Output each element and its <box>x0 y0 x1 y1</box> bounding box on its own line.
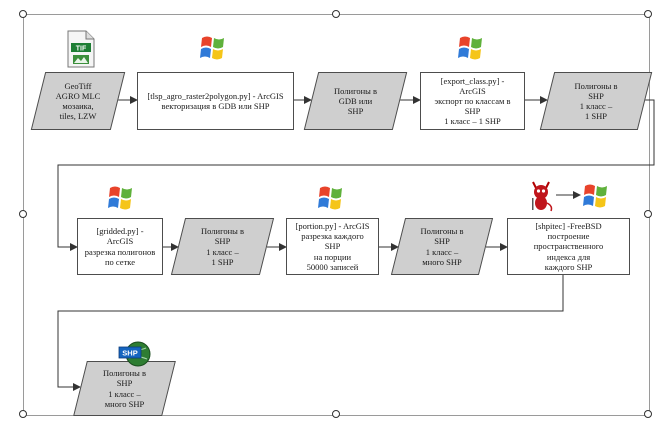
svg-text:TIF: TIF <box>76 46 87 53</box>
node-geotiff-input[interactable]: GeoTiff AGRO MLC мозаика, tiles, LZW <box>38 72 118 130</box>
node-label: Полигоны в GDB или SHP <box>334 85 377 116</box>
resize-handle-bottom-right[interactable] <box>644 410 652 418</box>
node-label: [shpitec] -FreeBSD построение пространст… <box>533 221 604 272</box>
node-label: GeoTiff AGRO MLC мозаика, tiles, LZW <box>55 80 101 122</box>
resize-handle-top[interactable] <box>332 10 340 18</box>
node-label: Полигоны в SHP 1 класс – много SHP <box>420 226 464 267</box>
resize-handle-left[interactable] <box>19 210 27 218</box>
node-polygons-shp-2[interactable]: Полигоны в SHP 1 класс – 1 SHP <box>178 218 267 275</box>
node-label: [tlsp_agro_raster2polygon.py] - ArcGIS в… <box>147 90 284 111</box>
node-vectorize-process[interactable]: [tlsp_agro_raster2polygon.py] - ArcGIS в… <box>137 72 294 130</box>
windows-logo-icon <box>583 184 607 208</box>
resize-handle-bottom[interactable] <box>332 410 340 418</box>
arrow-n10-n11 <box>57 274 564 391</box>
windows-logo-icon <box>318 186 342 210</box>
arrow-n5-n6 <box>57 99 655 251</box>
shp-globe-icon: SHP <box>118 341 151 367</box>
node-polygons-gdb[interactable]: Полигоны в GDB или SHP <box>311 72 400 130</box>
windows-logo-icon <box>458 36 482 60</box>
windows-logo-icon <box>200 36 224 60</box>
node-polygons-shp-final[interactable]: Полигоны в SHP 1 класс – много SHP <box>80 361 169 416</box>
node-label: [export_class.py] - ArcGIS экспорт по кл… <box>434 75 511 127</box>
node-label: Полигоны в SHP 1 класс – много SHP <box>103 368 146 409</box>
node-portion-process[interactable]: [portion.py] - ArcGIS разрезка каждого S… <box>286 218 379 275</box>
svg-text:SHP: SHP <box>122 349 137 358</box>
resize-handle-top-left[interactable] <box>19 10 27 18</box>
node-polygons-shp-1[interactable]: Полигоны в SHP 1 класс – 1 SHP <box>547 72 645 130</box>
node-label: [gridded.py] - ArcGIS разрезка полигонов… <box>84 226 156 267</box>
node-label: Полигоны в SHP 1 класс – 1 SHP <box>201 226 244 267</box>
tif-file-icon: TIF <box>67 30 95 68</box>
resize-handle-right[interactable] <box>644 210 652 218</box>
freebsd-daemon-icon <box>532 181 553 212</box>
node-label: [portion.py] - ArcGIS разрезка каждого S… <box>295 221 370 272</box>
node-shpitec-process[interactable]: [shpitec] -FreeBSD построение пространст… <box>507 218 630 275</box>
node-polygons-shp-3[interactable]: Полигоны в SHP 1 класс – много SHP <box>398 218 486 275</box>
node-export-class-process[interactable]: [export_class.py] - ArcGIS экспорт по кл… <box>420 72 525 130</box>
node-gridded-process[interactable]: [gridded.py] - ArcGIS разрезка полигонов… <box>77 218 163 275</box>
resize-handle-top-right[interactable] <box>644 10 652 18</box>
node-label: Полигоны в SHP 1 класс – 1 SHP <box>574 80 618 122</box>
resize-handle-bottom-left[interactable] <box>19 410 27 418</box>
windows-logo-icon <box>108 186 132 210</box>
